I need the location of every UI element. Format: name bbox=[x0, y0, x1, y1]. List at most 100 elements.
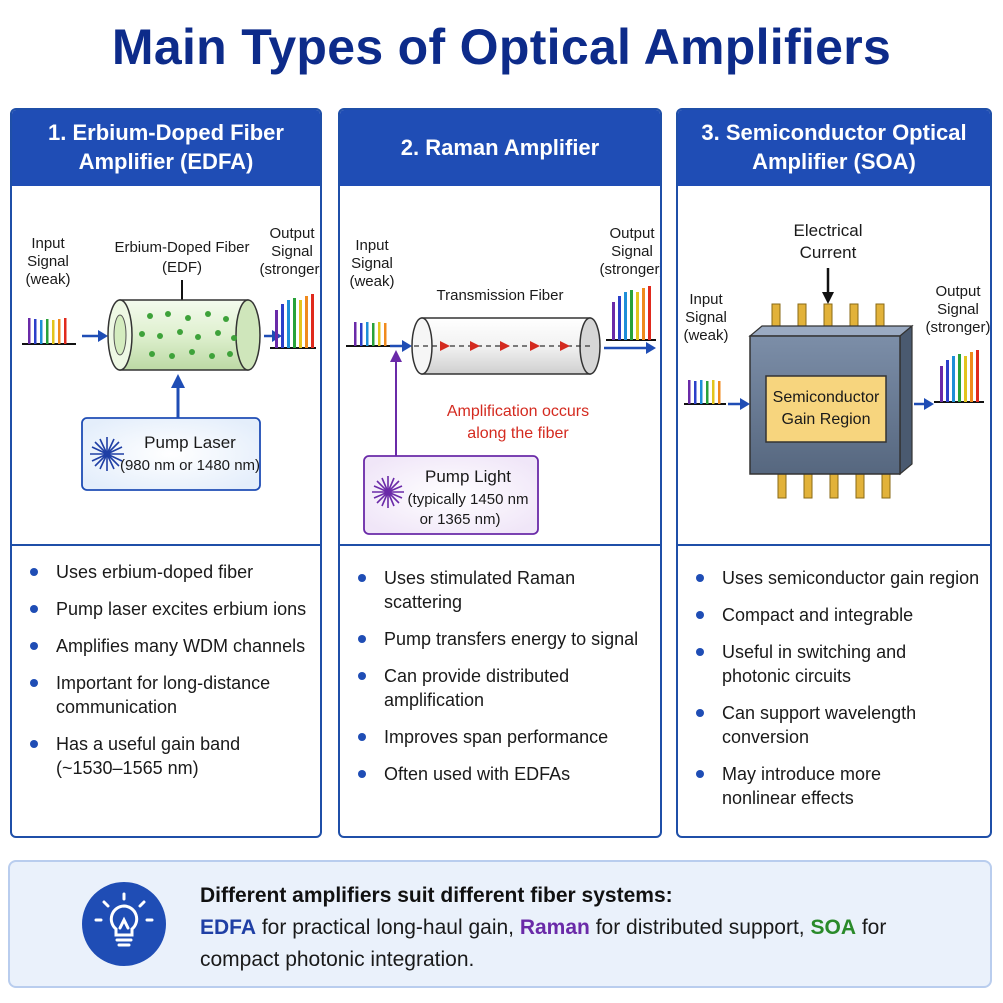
starburst-icon bbox=[372, 476, 404, 508]
bullet-text: Pump laser excites erbium ions bbox=[56, 599, 307, 619]
bullet-text: Has a useful gain band bbox=[56, 734, 241, 754]
bullet-text: Amplifies many WDM channels bbox=[56, 636, 306, 656]
list-item: Compact and integrable bbox=[678, 603, 990, 627]
summary-box: Different amplifiers suit different fibe… bbox=[8, 860, 992, 988]
electrical-current-label: Current bbox=[800, 243, 857, 262]
summary-fragment: for distributed support, bbox=[589, 916, 811, 939]
panel-edfa: 1. Erbium-Doped Fiber Amplifier (EDFA) I… bbox=[10, 108, 322, 838]
gain-region bbox=[765, 375, 887, 443]
output-signal-label: Signal bbox=[271, 243, 313, 260]
output-spectrum-bars bbox=[606, 286, 656, 341]
output-signal-label: (stronger) bbox=[599, 261, 660, 278]
output-signal-label: Output bbox=[609, 225, 655, 242]
panel-divider bbox=[340, 544, 660, 546]
bullet-list-soa: Uses semiconductor gain region Compact a… bbox=[678, 566, 990, 823]
bullet-text: communication bbox=[56, 697, 178, 717]
arrow-icon bbox=[604, 342, 656, 354]
bullet-text: Can provide distributed bbox=[384, 666, 570, 686]
bullet-text: Often used with EDFAs bbox=[384, 764, 571, 784]
arrow-icon bbox=[390, 350, 402, 456]
list-item: Pump laser excites erbium ions bbox=[12, 597, 320, 621]
summary-line: compact photonic integration. bbox=[200, 948, 475, 971]
panel-header-soa: 3. Semiconductor Optical Amplifier (SOA) bbox=[678, 110, 990, 186]
output-signal-label: (stronger) bbox=[925, 319, 990, 336]
bullet-text: Uses semiconductor gain region bbox=[722, 568, 980, 588]
panel-divider bbox=[678, 544, 990, 546]
output-signal-label: Output bbox=[269, 225, 315, 242]
erbium-doped-fiber-cylinder bbox=[107, 299, 261, 371]
summary-text: Different amplifiers suit different fibe… bbox=[200, 880, 980, 976]
pump-light-label: (typically 1450 nm bbox=[408, 491, 529, 508]
pump-light-label: or 1365 nm) bbox=[420, 511, 501, 528]
list-item: Can provide distributed amplification bbox=[340, 664, 660, 712]
list-item: Amplifies many WDM channels bbox=[12, 634, 320, 658]
input-signal-label: (weak) bbox=[349, 273, 394, 290]
gain-region-label: Semiconductor bbox=[773, 389, 880, 406]
bullet-list-raman: Uses stimulated Raman scattering Pump tr… bbox=[340, 566, 660, 799]
list-item: Improves span performance bbox=[340, 725, 660, 749]
output-signal-label: Signal bbox=[611, 243, 653, 260]
arrow-icon bbox=[914, 398, 934, 410]
input-spectrum-bars bbox=[346, 322, 404, 347]
input-spectrum-bars bbox=[22, 318, 76, 345]
input-signal-label: Input bbox=[689, 291, 723, 308]
panel-header-line: 3. Semiconductor Optical bbox=[701, 120, 967, 146]
bullet-text: Useful in switching and bbox=[722, 642, 907, 662]
pump-laser-label: Pump Laser bbox=[144, 433, 236, 452]
bullet-text: nonlinear effects bbox=[722, 788, 854, 808]
gain-region-label: Gain Region bbox=[782, 411, 871, 428]
list-item: May introduce more nonlinear effects bbox=[678, 762, 990, 810]
panel-divider bbox=[12, 544, 320, 546]
list-item: Often used with EDFAs bbox=[340, 762, 660, 786]
fiber-label: Erbium-Doped Fiber bbox=[114, 239, 249, 256]
amplification-label: Amplification occurs bbox=[447, 403, 589, 420]
bullet-text: Uses erbium-doped fiber bbox=[56, 562, 254, 582]
output-spectrum-bars bbox=[934, 350, 984, 403]
edfa-diagram: Input Signal (weak) Erbium-Doped Fiber bbox=[12, 186, 320, 544]
raman-diagram: Input Signal (weak) Transmission Fiber bbox=[340, 186, 660, 544]
bullet-text: Pump transfers energy to signal bbox=[384, 629, 639, 649]
input-signal-label: (weak) bbox=[683, 327, 728, 344]
list-item: Has a useful gain band (~1530–1565 nm) bbox=[12, 732, 320, 780]
output-spectrum-bars bbox=[270, 294, 316, 349]
input-signal-label: Signal bbox=[27, 253, 69, 270]
fiber-label: Transmission Fiber bbox=[437, 287, 564, 304]
pump-laser-label: (980 nm or 1480 nm) bbox=[120, 457, 260, 474]
summary-fragment: for practical long-haul gain, bbox=[256, 916, 520, 939]
soa-chip bbox=[748, 324, 914, 476]
summary-fragment: for bbox=[856, 916, 887, 939]
list-item: Uses erbium-doped fiber bbox=[12, 560, 320, 584]
page-title: Main Types of Optical Amplifiers bbox=[111, 19, 892, 75]
lightbulb-icon bbox=[82, 882, 166, 966]
bullet-text: conversion bbox=[722, 727, 810, 747]
output-signal-label: Signal bbox=[937, 301, 979, 318]
pump-light-box bbox=[363, 455, 539, 535]
arrow-icon bbox=[390, 340, 412, 352]
panel-header-edfa: 1. Erbium-Doped Fiber Amplifier (EDFA) bbox=[12, 110, 320, 186]
summary-line: EDFA for practical long-haul gain, Raman… bbox=[200, 912, 980, 944]
bullet-text: Uses stimulated Raman scattering bbox=[384, 568, 576, 612]
list-item: Uses stimulated Raman scattering bbox=[340, 566, 660, 614]
summary-title: Different amplifiers suit different fibe… bbox=[200, 884, 673, 907]
soa-diagram: Electrical Current bbox=[678, 186, 990, 544]
bullet-text: Improves span performance bbox=[384, 727, 609, 747]
bullet-text: (~1530–1565 nm) bbox=[56, 758, 199, 778]
input-signal-label: Input bbox=[31, 235, 65, 252]
arrow-icon bbox=[264, 330, 282, 342]
panel-raman: 2. Raman Amplifier Input Signal (weak) bbox=[338, 108, 662, 838]
input-spectrum-bars bbox=[684, 380, 726, 405]
output-signal-label: (stronger) bbox=[259, 261, 320, 278]
panel-header-line: 1. Erbium-Doped Fiber bbox=[48, 120, 284, 146]
bullet-text: amplification bbox=[384, 690, 485, 710]
bullet-list-edfa: Uses erbium-doped fiber Pump laser excit… bbox=[12, 560, 320, 793]
arrow-icon bbox=[728, 398, 750, 410]
input-signal-label: Signal bbox=[351, 255, 393, 272]
arrow-icon bbox=[822, 268, 834, 304]
panel-header-line: Amplifier (SOA) bbox=[752, 149, 916, 174]
bullet-text: May introduce more bbox=[722, 764, 882, 784]
panel-header-raman: 2. Raman Amplifier bbox=[340, 110, 660, 186]
input-signal-label: (weak) bbox=[25, 271, 70, 288]
